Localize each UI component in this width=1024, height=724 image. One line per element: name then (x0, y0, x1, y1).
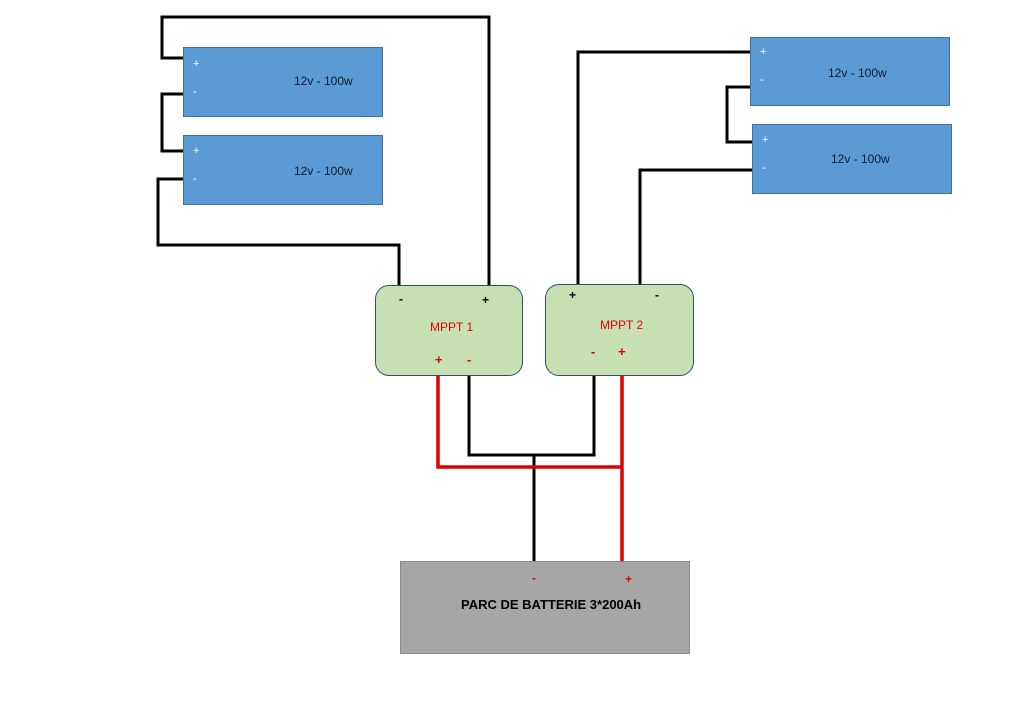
mppt-controller-1: - + MPPT 1 + - (375, 285, 523, 376)
panel-2-label: 12v - 100w (294, 164, 353, 178)
mppt-2-output-negative: - (591, 344, 596, 359)
mppt-2-output-positive: + (618, 344, 626, 359)
wire-left-array-negative (156, 177, 401, 287)
panel-4-label: 12v - 100w (831, 152, 890, 166)
solar-panel-1: + - 12v - 100w (183, 47, 383, 117)
panel-4-negative-terminal: - (762, 162, 766, 174)
mppt-2-label: MPPT 2 (600, 318, 644, 332)
wire-right-array-negative (638, 168, 753, 286)
panel-3-positive-terminal: + (760, 46, 767, 58)
panel-3-label: 12v - 100w (828, 66, 887, 80)
battery-negative-terminal: - (532, 571, 536, 585)
wire-mppt2-out-negative (534, 374, 596, 457)
panel-3-negative-terminal: - (760, 74, 764, 86)
wire-right-series-link (725, 85, 753, 144)
mppt-1-input-positive: + (482, 293, 490, 307)
mppt-controller-2: + - MPPT 2 - + (545, 284, 694, 376)
wire-left-series-link (160, 92, 183, 153)
panel-2-negative-terminal: - (193, 173, 197, 185)
mppt-1-output-negative: - (467, 352, 472, 367)
panel-1-positive-terminal: + (193, 58, 200, 70)
wire-right-array-positive (576, 50, 750, 286)
solar-panel-4: + - 12v - 100w (752, 124, 952, 194)
wire-mppt1-out-negative (467, 374, 534, 457)
panel-4-positive-terminal: + (762, 134, 769, 146)
battery-positive-terminal: + (625, 572, 633, 586)
mppt-1-input-negative: - (399, 292, 403, 306)
solar-panel-3: + - 12v - 100w (750, 37, 950, 106)
solar-panel-2: + - 12v - 100w (183, 135, 383, 205)
panel-2-positive-terminal: + (193, 145, 200, 157)
mppt-1-label: MPPT 1 (430, 320, 474, 334)
mppt-1-output-positive: + (435, 352, 443, 367)
panel-1-label: 12v - 100w (294, 74, 353, 88)
mppt-2-input-positive: + (569, 288, 577, 302)
wire-left-array-positive (160, 15, 491, 287)
mppt-2-input-negative: - (655, 288, 659, 302)
panel-1-negative-terminal: - (193, 86, 197, 98)
battery-label: PARC DE BATTERIE 3*200Ah (461, 597, 642, 612)
battery-bank: - + PARC DE BATTERIE 3*200Ah (400, 561, 690, 654)
wire-mppt1-out-positive (436, 374, 622, 469)
